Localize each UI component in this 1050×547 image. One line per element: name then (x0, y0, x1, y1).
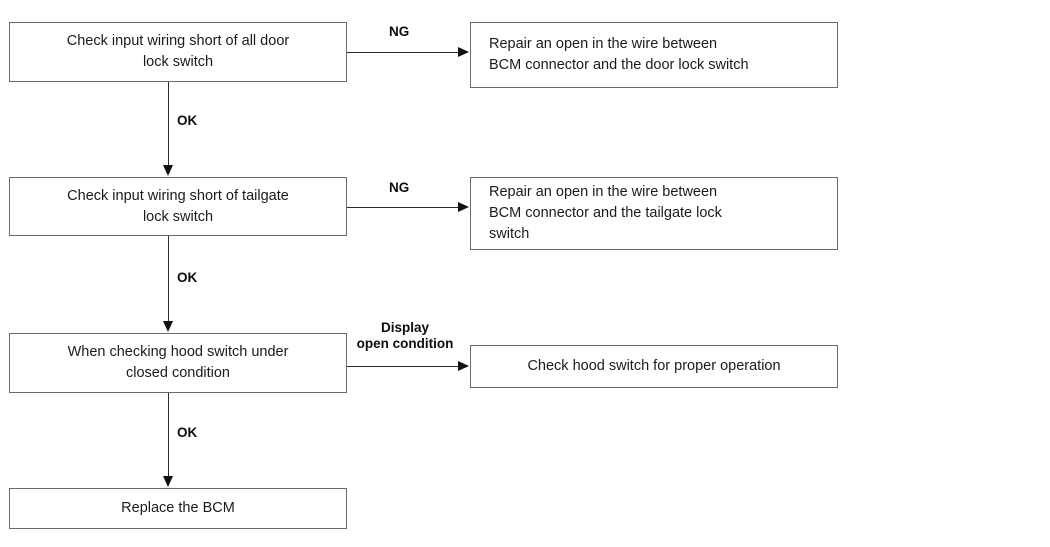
connector-row1-to-row2 (168, 82, 169, 166)
node-label: Check hood switch for proper operation (527, 358, 781, 374)
node-check-door-lock-switch[interactable]: Check input wiring short of all door loc… (9, 22, 347, 82)
connector-row2-to-row3 (168, 236, 169, 322)
edge-label-ok-1: OK (177, 113, 198, 128)
node-label: Repair an open in the wire between BCM c… (489, 36, 749, 73)
edge-label-display-open-condition: Display open condition (356, 320, 454, 351)
node-label: Check input wiring short of tailgate loc… (67, 187, 289, 225)
node-check-hood-switch-operation[interactable]: Check hood switch for proper operation (470, 345, 838, 388)
arrowhead-row2-right (458, 202, 469, 212)
node-repair-tailgate-lock-wire[interactable]: Repair an open in the wire between BCM c… (470, 177, 838, 250)
node-check-hood-switch-closed[interactable]: When checking hood switch under closed c… (9, 333, 347, 393)
edge-label-ng-1: NG (389, 24, 410, 39)
arrowhead-row3-right (458, 361, 469, 371)
arrowhead-row1-right (458, 47, 469, 57)
connector-row3-to-row4 (168, 393, 169, 476)
node-repair-door-lock-wire[interactable]: Repair an open in the wire between BCM c… (470, 22, 838, 88)
edge-label-ok-2: OK (177, 270, 198, 285)
node-replace-bcm[interactable]: Replace the BCM (9, 488, 347, 529)
arrowhead-row3-down (163, 321, 173, 332)
edge-label-ok-3: OK (177, 425, 198, 440)
arrowhead-row4-down (163, 476, 173, 487)
node-label: Repair an open in the wire between BCM c… (489, 184, 722, 242)
node-check-tailgate-lock-switch[interactable]: Check input wiring short of tailgate loc… (9, 177, 347, 236)
node-label: Check input wiring short of all door loc… (66, 33, 290, 70)
edge-label-ng-2: NG (389, 180, 410, 195)
connector-row1-horizontal (347, 52, 459, 53)
connector-row2-horizontal (347, 207, 459, 208)
node-label: Replace the BCM (121, 500, 235, 516)
connector-row3-horizontal (347, 366, 459, 367)
node-label: When checking hood switch under closed c… (67, 344, 289, 381)
arrowhead-row2-down (163, 165, 173, 176)
